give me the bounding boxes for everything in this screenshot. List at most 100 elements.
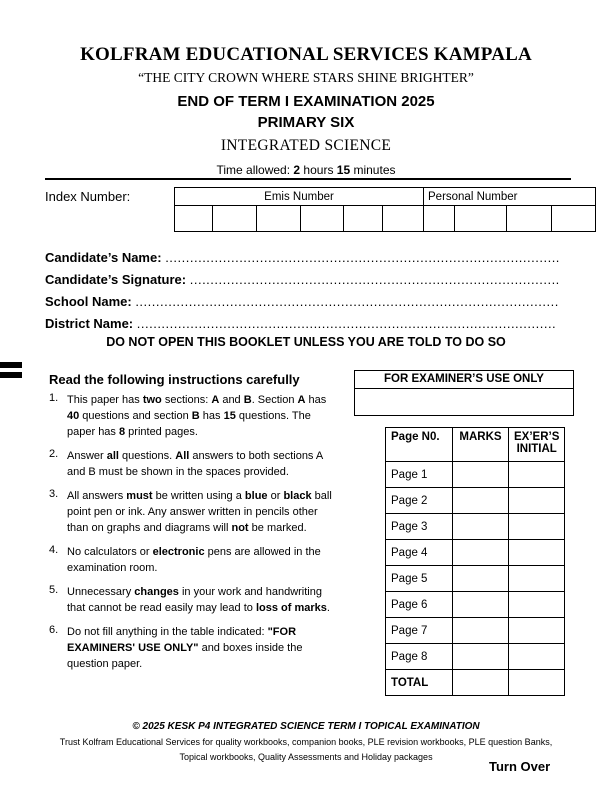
exam-title: END OF TERM I EXAMINATION 2025 <box>177 93 435 110</box>
candidate-signature-label: Candidate’s Signature: <box>45 272 187 287</box>
district-name-dots: ........................................… <box>136 316 557 331</box>
instruction-number: 6. <box>49 624 59 636</box>
marks-cell[interactable] <box>452 617 509 644</box>
district-name-field[interactable]: District Name: .........................… <box>45 316 557 331</box>
instruction-emphasis: loss of marks <box>255 602 327 614</box>
page-row-label: Page 7 <box>385 617 453 644</box>
margin-bar <box>0 362 22 368</box>
instruction-emphasis: A <box>211 394 220 406</box>
page-row-label: Page 4 <box>385 539 453 566</box>
header-rule <box>45 178 571 180</box>
initial-cell[interactable] <box>507 513 566 540</box>
footer-copyright: © 2025 KESK P4 INTEGRATED SCIENCE TERM I… <box>132 721 480 732</box>
margin-bar <box>0 372 22 378</box>
initial-cell[interactable] <box>507 487 566 514</box>
instruction-item: 5.Unnecessary changes in your work and h… <box>49 584 339 616</box>
school-name: KOLFRAM EDUCATIONAL SERVICES KAMPALA <box>80 44 532 65</box>
emis-number-header: Emis Number <box>174 187 424 206</box>
instruction-text: Answer all questions. All answers to bot… <box>67 450 323 478</box>
candidate-signature-field[interactable]: Candidate’s Signature: .................… <box>45 272 559 287</box>
col-marks-header: MARKS <box>452 427 509 462</box>
instruction-emphasis: B <box>243 394 252 406</box>
initial-cell[interactable] <box>507 461 566 488</box>
time-minutes: 15 <box>336 163 351 177</box>
time-hours: 2 <box>293 163 301 177</box>
index-box[interactable] <box>382 205 424 232</box>
instruction-emphasis: "FOR EXAMINERS' USE ONLY" <box>67 626 297 654</box>
school-name-label: School Name: <box>45 294 132 309</box>
instruction-emphasis: changes <box>134 586 179 598</box>
page-row-label: Page 6 <box>385 591 453 618</box>
index-box[interactable] <box>454 205 507 232</box>
page-row-label: Page 3 <box>385 513 453 540</box>
total-marks-cell[interactable] <box>452 669 509 696</box>
footer-promo-line-1: Trust Kolfram Educational Services for q… <box>59 737 553 747</box>
marks-cell[interactable] <box>452 513 509 540</box>
time-mid: hours <box>300 163 337 177</box>
district-name-label: District Name: <box>45 316 134 331</box>
candidate-signature-dots: ........................................… <box>189 272 559 287</box>
instruction-emphasis: B <box>191 410 200 422</box>
instruction-emphasis: 15 <box>223 410 236 422</box>
marks-cell[interactable] <box>452 565 509 592</box>
index-box[interactable] <box>343 205 383 232</box>
index-box[interactable] <box>256 205 301 232</box>
turn-over-label: Turn Over <box>489 759 551 774</box>
candidate-name-field[interactable]: Candidate’s Name: ......................… <box>45 250 561 265</box>
instruction-emphasis: not <box>231 522 249 534</box>
instruction-item: 4. No calculators or electronic pens are… <box>49 544 339 576</box>
instruction-number: 4. <box>49 544 59 556</box>
time-prefix: Time allowed: <box>216 163 294 177</box>
personal-number-header: Personal Number <box>423 187 596 206</box>
initial-cell[interactable] <box>507 539 566 566</box>
instruction-number: 2. <box>49 448 59 460</box>
time-allowed: Time allowed: 2 hours 15 minutes <box>0 163 612 177</box>
instruction-text: Do not fill anything in the table indica… <box>67 626 303 670</box>
index-box[interactable] <box>300 205 344 232</box>
instruction-text: This paper has two sections: A and B. Se… <box>67 394 327 438</box>
page-row-label: Page 8 <box>385 643 453 670</box>
page-row-label: Page 2 <box>385 487 453 514</box>
initial-cell[interactable] <box>507 643 566 670</box>
page-row-label: Page 5 <box>385 565 453 592</box>
index-box[interactable] <box>551 205 596 232</box>
instruction-text: All answers must be written using a blue… <box>67 490 332 534</box>
index-box[interactable] <box>212 205 257 232</box>
marks-cell[interactable] <box>452 643 509 670</box>
school-name-field[interactable]: School Name: ...........................… <box>45 294 559 309</box>
index-box[interactable] <box>506 205 552 232</box>
instruction-number: 5. <box>49 584 59 596</box>
total-initial-cell[interactable] <box>507 669 566 696</box>
marks-cell[interactable] <box>452 487 509 514</box>
marks-cell[interactable] <box>452 539 509 566</box>
instruction-emphasis: two <box>142 394 162 406</box>
class-level: PRIMARY SIX <box>257 114 355 131</box>
instruction-item: 2. Answer all questions. All answers to b… <box>49 448 339 480</box>
examiner-use-title: FOR EXAMINER’S USE ONLY <box>355 371 573 389</box>
instruction-emphasis: must <box>126 490 153 502</box>
school-motto: “THE CITY CROWN WHERE STARS SHINE BRIGHT… <box>138 70 474 85</box>
initial-cell[interactable] <box>507 617 566 644</box>
instruction-emphasis: 8 <box>118 426 126 438</box>
instruction-text: No calculators or electronic pens are al… <box>67 546 321 574</box>
initial-cell[interactable] <box>507 591 566 618</box>
marks-cell[interactable] <box>452 591 509 618</box>
instruction-emphasis: blue <box>244 490 268 502</box>
index-box[interactable] <box>423 205 455 232</box>
page-row-label: Page 1 <box>385 461 453 488</box>
initial-cell[interactable] <box>507 565 566 592</box>
marks-cell[interactable] <box>452 461 509 488</box>
instruction-number: 3. <box>49 488 59 500</box>
subject-title: INTEGRATED SCIENCE <box>220 137 392 154</box>
index-box[interactable] <box>174 205 213 232</box>
examiner-use-box: FOR EXAMINER’S USE ONLY <box>354 370 574 416</box>
instruction-emphasis: All <box>175 450 190 462</box>
col-page-header: Page N0. <box>385 427 453 462</box>
warning-notice: DO NOT OPEN THIS BOOKLET UNLESS YOU ARE … <box>106 335 506 349</box>
instruction-item: 1.This paper has two sections: A and B. … <box>49 392 339 440</box>
instruction-item: 3. All answers must be written using a bl… <box>49 488 339 536</box>
school-name-dots: ........................................… <box>135 294 559 309</box>
index-number-table: Emis Number Personal Number <box>174 187 596 232</box>
instruction-emphasis: A <box>297 394 306 406</box>
time-suffix: minutes <box>350 163 396 177</box>
